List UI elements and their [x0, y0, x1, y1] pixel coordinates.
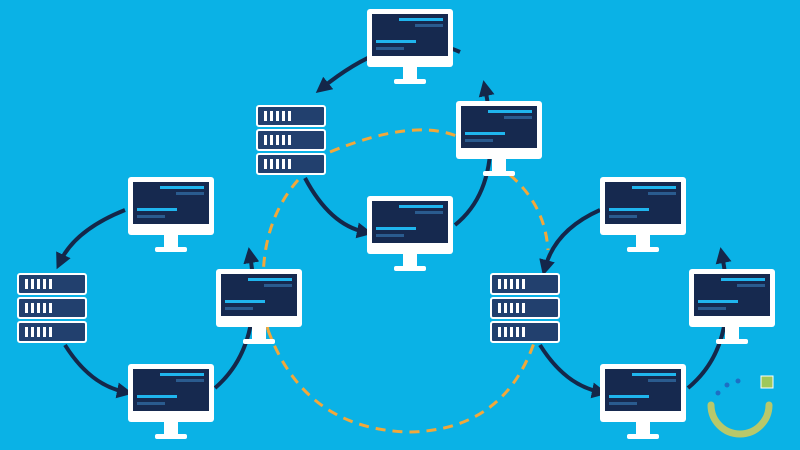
monitor-icon: [216, 269, 302, 344]
arrow-left-1: [56, 208, 126, 270]
monitor-icon: [600, 364, 686, 439]
monitor-icon: [689, 269, 775, 344]
server-icon: [17, 273, 87, 343]
logo-badge-icon: [707, 375, 774, 438]
monitor-icon: [456, 101, 542, 176]
monitor-icon: [367, 9, 453, 84]
link-left-right: [266, 329, 537, 434]
arrow-right-2: [538, 343, 608, 399]
servers: [17, 105, 560, 343]
arrow-right-1: [539, 208, 601, 276]
arrow-top-2: [303, 177, 373, 239]
server-icon: [490, 273, 560, 343]
link-right-top: [509, 173, 550, 251]
link-top-right: [329, 128, 466, 154]
monitor-icon: [128, 364, 214, 439]
monitor-icon: [600, 177, 686, 252]
server-icon: [256, 105, 326, 175]
monitor-icon: [367, 196, 453, 271]
arrow-left-2: [63, 343, 133, 399]
monitor-icon: [128, 177, 214, 252]
monitors: [128, 9, 775, 439]
